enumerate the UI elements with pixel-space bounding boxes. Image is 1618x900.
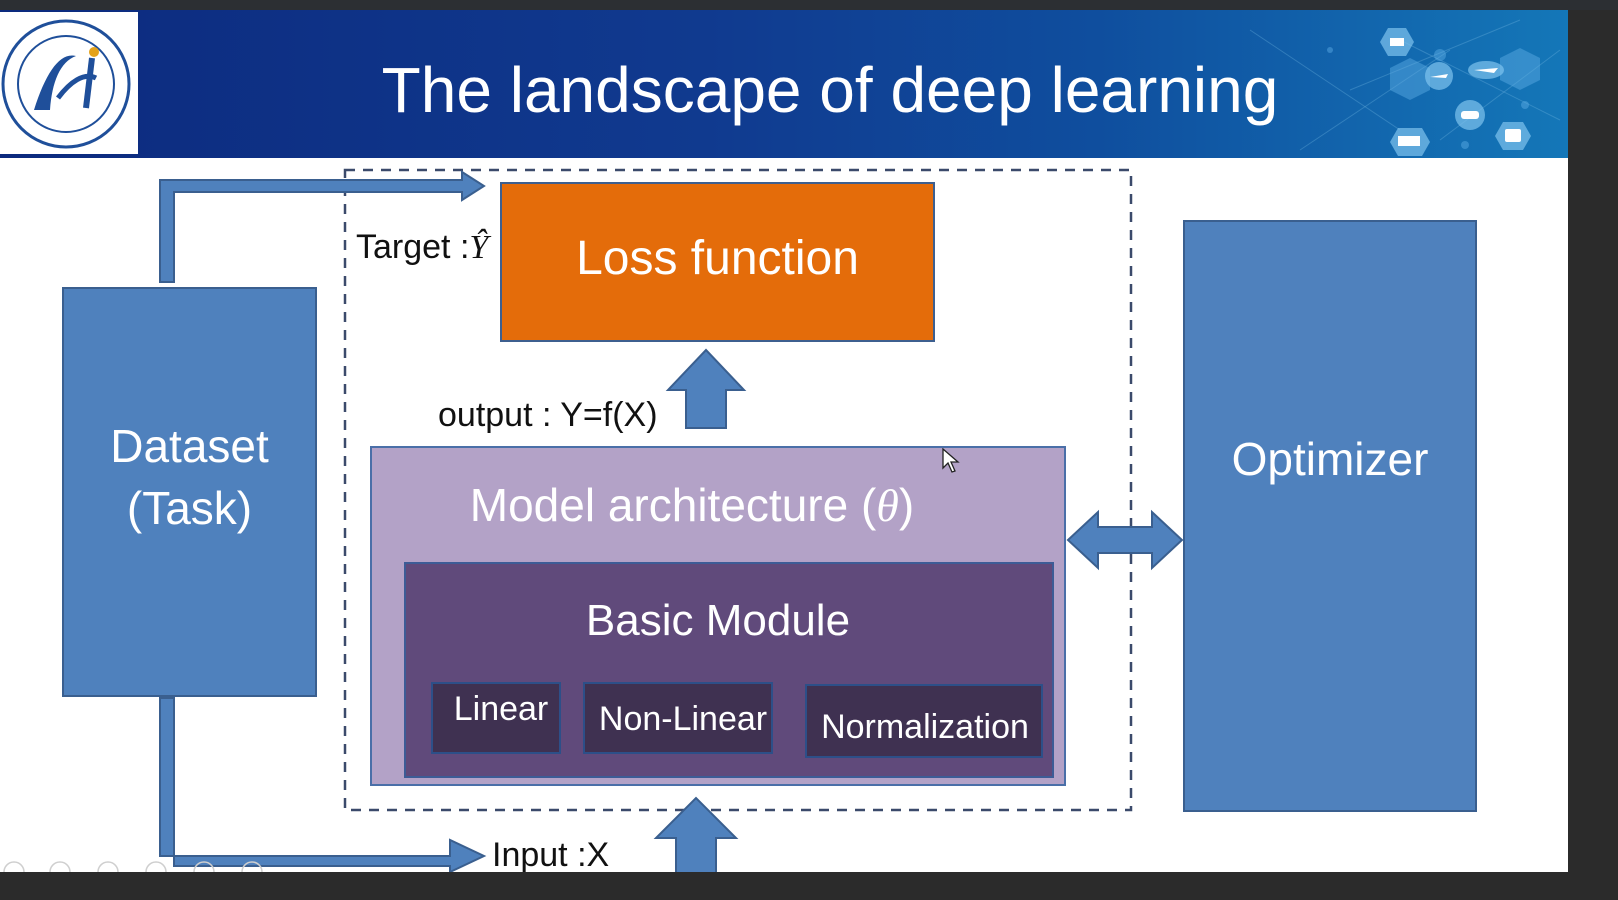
car-icon	[1455, 100, 1485, 130]
linear-module: Linear	[431, 682, 561, 754]
plane-side-icon	[1468, 61, 1504, 79]
window-top-bar	[0, 0, 1618, 10]
output-label: output : Y=f(X)	[438, 396, 658, 434]
target-label-text: Target :	[356, 228, 470, 266]
slideshow-toolbar[interactable]	[0, 860, 300, 872]
university-logo	[0, 12, 138, 154]
model-architecture-text: Model architecture (	[469, 479, 877, 531]
header-network-decoration	[1249, 19, 1561, 156]
loss-function-box: Loss function	[500, 182, 935, 342]
training-dashed-region	[343, 168, 1133, 812]
slide: The landscape of deep learning Dataset (…	[0, 0, 1568, 872]
normalization-module: Normalization	[805, 684, 1043, 758]
optimizer-box: Optimizer	[1183, 220, 1477, 812]
dataset-task-box: Dataset (Task)	[62, 287, 317, 697]
non-linear-module: Non-Linear	[583, 682, 773, 754]
dataset-to-input-arrow	[159, 697, 487, 872]
more-options-icon	[241, 861, 263, 872]
university-logo-icon	[1, 19, 131, 149]
model-architecture-close: )	[898, 479, 915, 531]
basic-module-title: Basic Module	[585, 596, 851, 645]
target-symbol: Ŷ	[469, 229, 489, 266]
model-optimizer-double-arrow	[1066, 509, 1184, 571]
model-architecture-title: Model architecture (θ)	[372, 478, 1012, 532]
basic-module-box: Basic Module Linear Non-Linear Normaliza…	[404, 562, 1054, 778]
airplane-icon	[1425, 62, 1453, 90]
truck-icon	[1390, 128, 1430, 156]
loss-function-label: Loss function	[576, 232, 859, 285]
slide-title: The landscape of deep learning	[381, 54, 1279, 126]
model-architecture-box: Model architecture (θ) Basic Module Line…	[370, 446, 1066, 786]
bus-icon	[1495, 122, 1531, 150]
theta-symbol: θ	[876, 480, 899, 531]
diagram-connectors	[159, 168, 1184, 872]
mouse-cursor-icon	[942, 448, 960, 473]
dataset-label: Dataset	[110, 420, 269, 472]
slide-header	[0, 10, 1568, 158]
slides-grid-icon	[145, 861, 167, 872]
hexagon-decoration	[1390, 58, 1430, 100]
task-label: (Task)	[126, 482, 253, 534]
model-to-loss-arrow	[665, 348, 747, 429]
zoom-icon	[193, 861, 215, 872]
optimizer-label: Optimizer	[1231, 433, 1429, 485]
next-slide-icon	[49, 861, 71, 872]
input-label: Input :X	[492, 836, 610, 872]
dataset-to-target-arrow	[159, 170, 486, 283]
target-label: Target :Ŷ	[356, 228, 488, 267]
input-to-model-arrow	[653, 796, 739, 872]
prev-slide-icon	[3, 861, 25, 872]
pen-icon	[97, 861, 119, 872]
satellite-icon	[1380, 28, 1414, 56]
